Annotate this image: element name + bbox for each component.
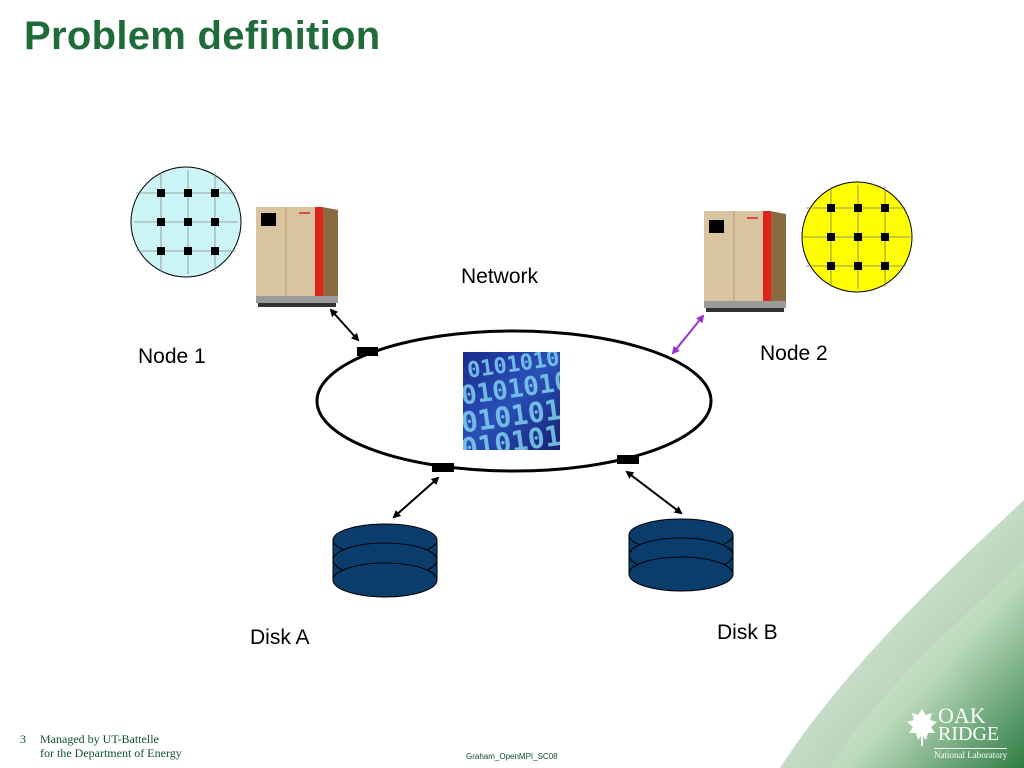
footer-managed-line2: for the Department of Energy xyxy=(40,746,182,760)
network-label: Network xyxy=(461,265,539,288)
node2-server xyxy=(704,211,786,312)
footer-center-text: Graham_OpenMPI_SC08 xyxy=(466,752,558,761)
arrow-node2-network xyxy=(671,314,705,355)
node1-server xyxy=(256,207,338,307)
arrow-node1-network xyxy=(329,308,360,342)
disk-a xyxy=(332,523,438,598)
node2-processor-grid xyxy=(801,181,913,293)
node1-label: Node 1 xyxy=(138,345,206,368)
arrow-diska-network xyxy=(392,476,440,519)
oak-ridge-logo: OAK RIDGE National Laboratory xyxy=(904,703,1020,763)
disk-a-label: Disk A xyxy=(250,626,310,649)
connector-disk-b xyxy=(617,455,639,464)
page-number: 3 xyxy=(20,732,26,746)
oak-leaf-icon xyxy=(907,709,937,746)
footer-managed-line1: Managed by UT-Battelle xyxy=(40,732,159,746)
binary-data-image: 0101010 0101010 0101010 0101010 xyxy=(463,352,560,450)
logo-oak: OAK xyxy=(938,703,986,728)
connector-disk-a xyxy=(432,463,454,472)
logo-ridge: RIDGE xyxy=(938,723,1000,745)
arrow-diskb-network xyxy=(625,470,683,515)
disk-b-label: Disk B xyxy=(717,621,778,644)
network-ring xyxy=(315,329,713,473)
disk-b xyxy=(628,518,734,592)
node1-processor-grid xyxy=(130,166,242,278)
page-title: Problem definition xyxy=(24,14,381,58)
connector-node1 xyxy=(357,347,378,356)
logo-national-laboratory: National Laboratory xyxy=(934,748,1008,760)
node2-label: Node 2 xyxy=(760,342,828,365)
